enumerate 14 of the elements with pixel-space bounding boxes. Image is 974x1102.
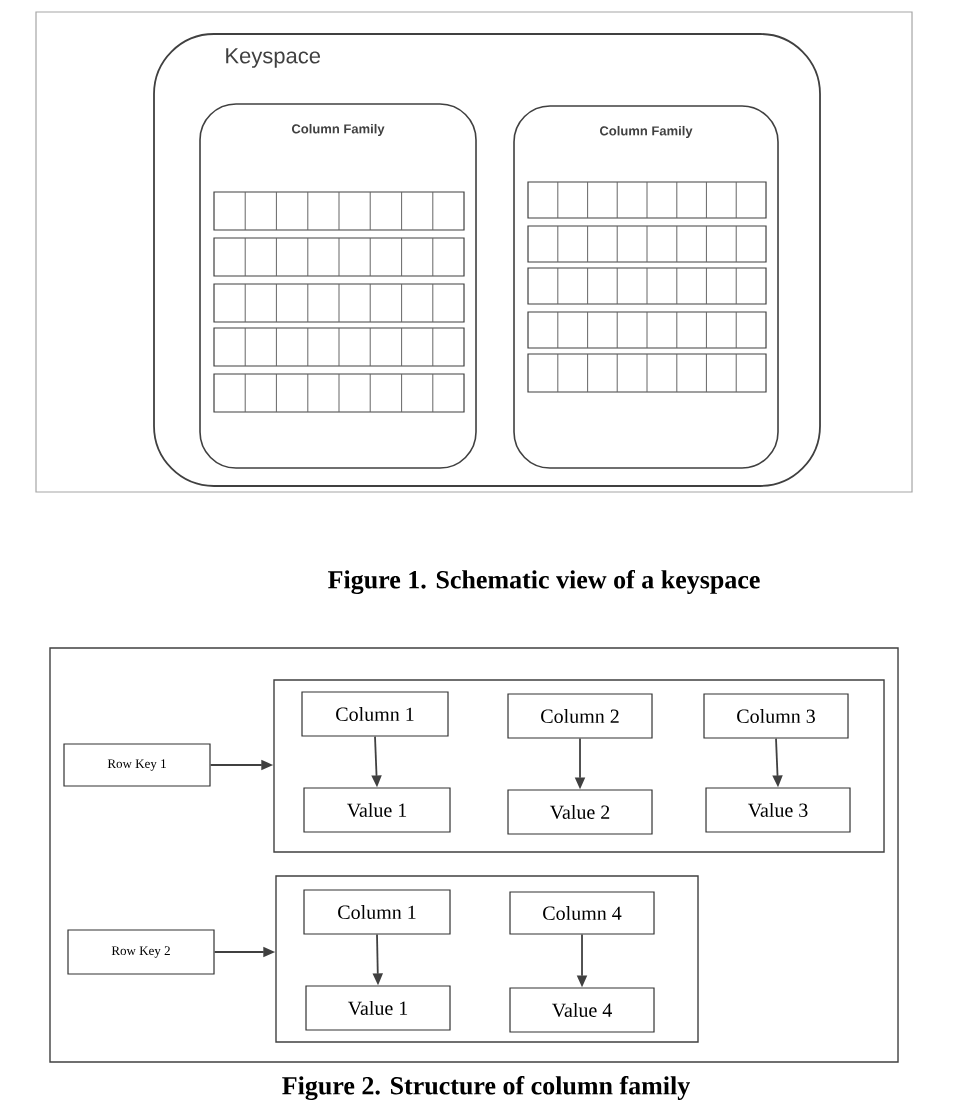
column-group-box xyxy=(275,875,699,1043)
figure-caption: Figure 1. Schematic view of a keyspace xyxy=(328,569,760,594)
column-box: Column 1 xyxy=(303,889,451,935)
column-box: Column 2 xyxy=(507,693,653,739)
figure-caption: Figure 2. Structure of column family xyxy=(282,1075,690,1100)
column-box: Value 1 xyxy=(303,787,451,833)
column-box: Value 2 xyxy=(507,789,653,835)
column-box: Column 1 xyxy=(301,691,449,737)
column-box: Value 4 xyxy=(509,987,655,1033)
column-group-box xyxy=(273,679,885,853)
column-box: Value 3 xyxy=(705,787,851,833)
column-box: Column 4 xyxy=(509,891,655,935)
column-box: Column 3 xyxy=(703,693,849,739)
column-box: Value 1 xyxy=(305,985,451,1031)
